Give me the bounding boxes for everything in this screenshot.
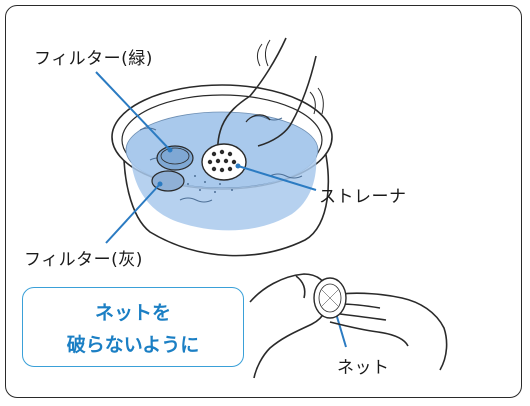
callout-line-1: ネットを	[94, 302, 171, 324]
leader-dot-gray-filter	[157, 181, 163, 187]
label-strainer: ストレーナ	[319, 187, 407, 207]
net	[313, 277, 347, 319]
callout-line-2: 破らないように	[66, 334, 200, 356]
caution-callout	[22, 287, 244, 367]
leader-line-green-filter	[95, 71, 171, 151]
green-filter	[156, 145, 194, 171]
leader-line-strainer	[237, 165, 317, 191]
strainer	[201, 143, 247, 181]
caution-callout-text: ネットを 破らないように	[22, 297, 244, 361]
leader-dot-strainer	[235, 163, 241, 169]
label-net: ネット	[337, 358, 390, 378]
leader-dot-green-filter	[167, 147, 173, 153]
leader-line-gray-filter	[105, 183, 161, 244]
label-filter-gray: フィルター(灰)	[24, 250, 143, 270]
hand-washing-strainer	[217, 37, 324, 161]
label-filter-green: フィルター(緑)	[34, 49, 153, 69]
